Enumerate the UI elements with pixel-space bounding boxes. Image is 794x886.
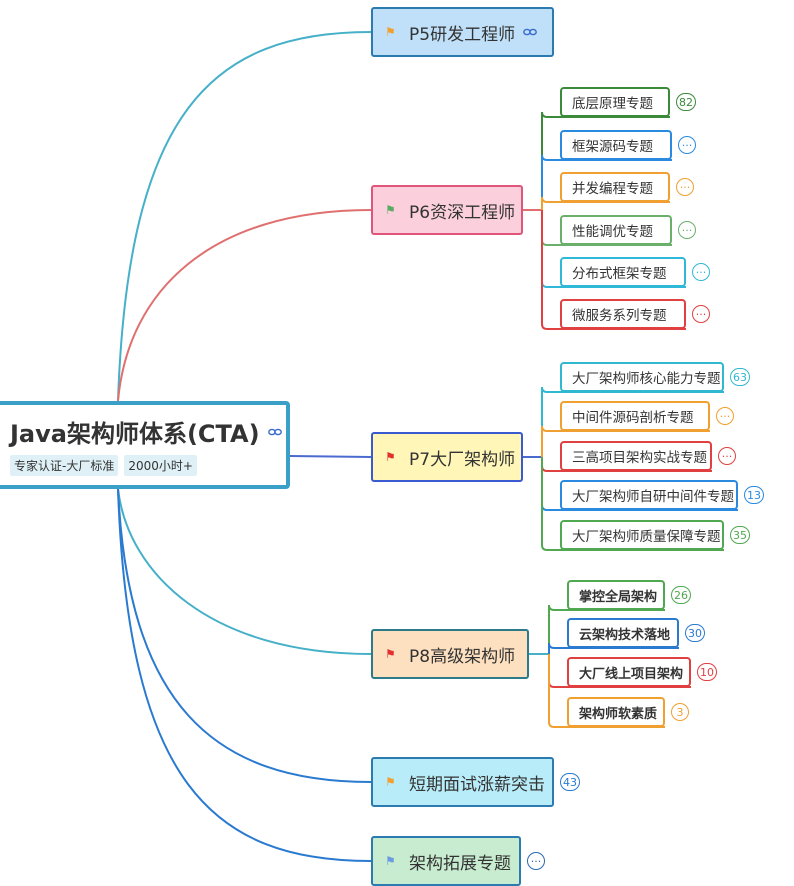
child-connector [541,210,686,330]
link-icon[interactable] [267,427,282,437]
flag-icon: ⚑ [385,203,396,217]
topic-label: 大厂架构师质量保障专题 [572,529,721,545]
expand-collapsed-icon[interactable]: ··· [718,447,736,465]
flag-icon: ⚑ [385,450,396,464]
branch-connector-2 [117,209,372,402]
child-connector [541,196,670,210]
count-badge[interactable]: 43 [560,773,580,791]
child-connector [541,425,710,457]
branch-node-6[interactable]: ⚑ 架构拓展专题 [371,836,521,886]
flag-icon: ⚑ [385,854,396,868]
topic-node[interactable]: 大厂线上项目架构 [567,657,691,687]
topic-label: 性能调优专题 [572,224,653,240]
root-node[interactable]: Java架构师体系(CTA) 专家认证-大厂标准 2000小时+ [0,401,290,489]
topic-node[interactable]: 微服务系列专题 [560,299,686,329]
expand-collapsed-icon[interactable]: ··· [692,263,710,281]
count-badge[interactable]: 63 [730,368,750,386]
expand-collapsed-icon[interactable]: ··· [716,407,734,425]
child-connector [548,604,665,654]
count-badge[interactable]: 30 [685,624,705,642]
count-badge[interactable]: 82 [676,93,696,111]
topic-label: 大厂线上项目架构 [579,666,684,682]
branch-label: 架构拓展专题 [409,853,511,874]
count-badge[interactable]: 26 [671,586,691,604]
topic-label: 架构师软素质 [579,706,658,722]
child-connector [541,386,724,457]
count-badge[interactable]: 35 [730,526,750,544]
branch-node-5[interactable]: ⚑ 短期面试涨薪突击 [371,757,554,807]
topic-node[interactable]: 三高项目架构实战专题 [560,441,712,471]
branch-connector-5 [117,488,372,783]
topic-label: 大厂架构师自研中间件专题 [572,489,734,505]
topic-node[interactable]: 底层原理专题 [560,87,670,117]
expand-collapsed-icon[interactable]: ··· [678,221,696,239]
topic-node[interactable]: 掌控全局架构 [567,580,665,610]
topic-node[interactable]: 大厂架构师质量保障专题 [560,520,724,550]
branch-label: P5研发工程师 [409,24,516,45]
branch-connector-4 [117,488,372,655]
flag-icon: ⚑ [385,775,396,789]
topic-label: 中间件源码剖析专题 [572,410,694,426]
topic-node[interactable]: 性能调优专题 [560,215,672,245]
child-connector [541,457,724,551]
branch-connector-6 [117,488,372,862]
branch-node-1[interactable]: ⚑ P5研发工程师 [371,7,554,57]
count-badge[interactable]: 3 [671,703,689,721]
topic-label: 大厂架构师核心能力专题 [572,371,721,387]
child-connector [548,642,679,654]
child-connector [541,111,670,210]
expand-collapsed-icon[interactable]: ··· [692,305,710,323]
child-connector [541,154,672,210]
branch-node-3[interactable]: ⚑ P7大厂架构师 [371,432,523,482]
topic-label: 掌控全局架构 [579,589,658,605]
topic-node[interactable]: 框架源码专题 [560,130,672,160]
branch-node-2[interactable]: ⚑ P6资深工程师 [371,185,523,235]
topic-label: 分布式框架专题 [572,266,667,282]
flag-icon: ⚑ [385,25,396,39]
topic-label: 三高项目架构实战专题 [572,450,707,466]
link-icon[interactable] [523,27,537,37]
branch-node-4[interactable]: ⚑ P8高级架构师 [371,629,529,679]
topic-label: 云架构技术落地 [579,627,671,643]
topic-node[interactable]: 中间件源码剖析专题 [560,401,710,431]
topic-node[interactable]: 大厂架构师核心能力专题 [560,362,724,392]
flag-icon: ⚑ [385,647,396,661]
branch-label: P8高级架构师 [409,646,516,667]
topic-node[interactable]: 分布式框架专题 [560,257,686,287]
branch-label: P7大厂架构师 [409,449,516,470]
count-badge[interactable]: 13 [744,486,764,504]
count-badge[interactable]: ··· [527,852,545,870]
root-tag-hours: 2000小时+ [124,455,197,476]
topic-label: 框架源码专题 [572,139,653,155]
root-title: Java架构师体系(CTA) [10,420,260,448]
child-connector [548,654,665,728]
expand-collapsed-icon[interactable]: ··· [678,136,696,154]
topic-label: 微服务系列专题 [572,308,667,324]
branch-label: 短期面试涨薪突击 [409,774,545,795]
topic-node[interactable]: 架构师软素质 [567,697,665,727]
branch-connector-3 [289,455,372,458]
topic-node[interactable]: 并发编程专题 [560,172,670,202]
topic-node[interactable]: 大厂架构师自研中间件专题 [560,480,738,510]
topic-label: 并发编程专题 [572,181,653,197]
count-badge[interactable]: 10 [697,663,717,681]
topic-node[interactable]: 云架构技术落地 [567,618,679,648]
topic-label: 底层原理专题 [572,96,653,112]
root-tag-certification: 专家认证-大厂标准 [10,455,119,476]
branch-connector-1 [117,31,372,402]
branch-label: P6资深工程师 [409,202,516,223]
expand-collapsed-icon[interactable]: ··· [676,178,694,196]
